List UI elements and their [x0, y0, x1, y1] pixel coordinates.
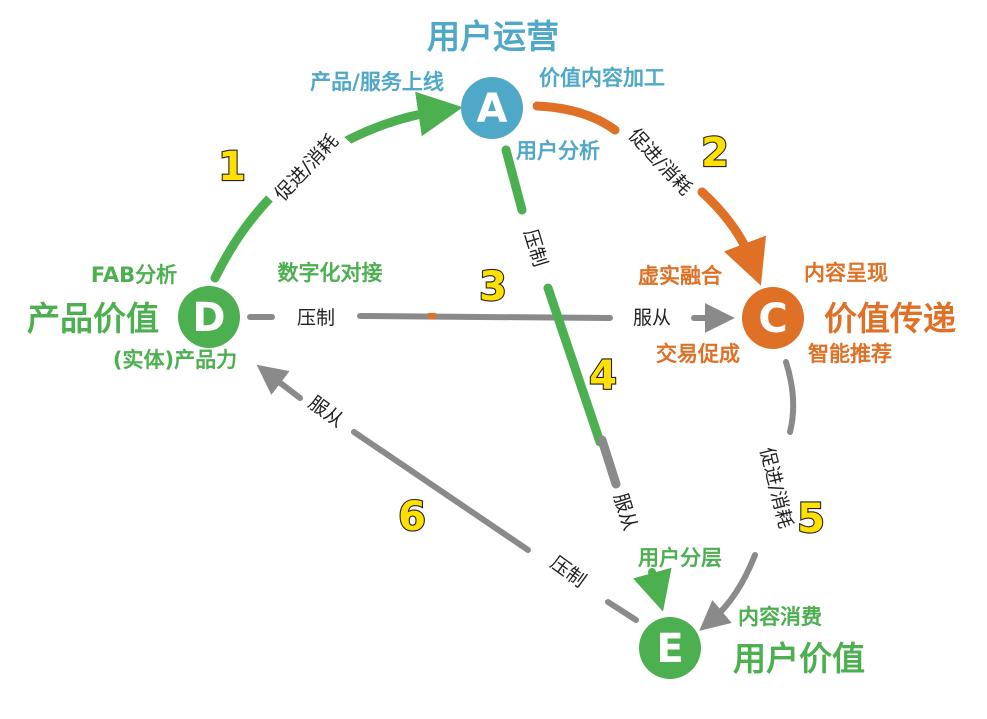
edge-6-number: 6: [398, 494, 426, 540]
edge-5-line-upper: [783, 359, 797, 435]
edge-3: 压制 服从 3: [247, 263, 735, 333]
edge-2-number: 2: [701, 130, 729, 176]
node-a: A 用户运营 产品/服务上线 价值内容加工 用户分析: [310, 17, 665, 163]
edge-6-line-start: [605, 599, 639, 623]
edge-4-gray-segment: [597, 435, 621, 489]
edge-3-number: 3: [479, 264, 507, 310]
node-a-circle: [461, 77, 523, 139]
edge-1-number: 1: [218, 144, 246, 190]
edge-4-line-upper: [501, 145, 527, 215]
node-a-title: 用户运营: [427, 17, 559, 56]
node-e-circle: [639, 617, 701, 679]
node-c-circle: [742, 287, 804, 349]
edge-4-number: 4: [589, 353, 617, 399]
node-c: C 价值传递 虚实融合 内容呈现 交易促成 智能推荐: [638, 261, 956, 366]
node-c-tag-content-present: 内容呈现: [804, 261, 888, 285]
edge-5-number: 5: [797, 496, 825, 542]
edge-6: 服从 压制 6: [256, 364, 639, 623]
edge-2-line-upper: [532, 101, 620, 135]
node-d-tag-product-power: (实体)产品力: [113, 348, 237, 372]
edge-2-arrow: [697, 187, 767, 286]
edge-1-arrow: [370, 91, 463, 137]
edge-2-label: 促进/消耗: [624, 124, 696, 199]
node-e-tag-user-layer: 用户分层: [638, 546, 722, 570]
edge-6-arrow: [256, 364, 303, 401]
node-d-title: 产品价值: [27, 299, 159, 338]
edge-1: 促进/消耗 1: [210, 91, 463, 283]
node-a-letter: A: [477, 86, 508, 132]
node-e-tag-content-consume: 内容消费: [738, 605, 822, 629]
node-e-title: 用户价值: [733, 639, 865, 678]
edge-5-label: 促进/消耗: [755, 445, 796, 530]
edge-6-label-suppress: 压制: [546, 552, 590, 592]
node-c-tag-deal-close: 交易促成: [656, 342, 740, 366]
node-c-tag-virtual-real: 虚实融合: [638, 264, 723, 288]
node-d-circle: [178, 286, 240, 348]
edge-5: 促进/消耗 5: [699, 359, 826, 631]
node-e-letter: E: [656, 626, 683, 672]
edge-6-line-mid: [351, 429, 531, 553]
edge-2: 促进/消耗 2: [532, 101, 767, 286]
node-a-tag-content-processing: 价值内容加工: [539, 66, 665, 90]
node-e: E 用户价值 用户分层 内容消费: [638, 546, 865, 679]
edge-3-line-mid: [357, 313, 613, 321]
node-c-tag-smart-recommend: 智能推荐: [808, 342, 892, 366]
edge-4-label-obey: 服从: [609, 491, 641, 534]
node-c-letter: C: [758, 296, 787, 342]
node-d-tag-fab: FAB分析: [91, 263, 177, 287]
node-d-letter: D: [192, 295, 225, 341]
edge-4-label-suppress: 压制: [519, 227, 551, 270]
node-a-tag-user-analysis: 用户分析: [516, 139, 600, 163]
edge-4: 压制 服从 4: [501, 145, 641, 534]
edge-6-label-obey: 服从: [304, 392, 348, 432]
edge-4-line-mid: [543, 283, 605, 447]
node-d-tag-digital-dock: 数字化对接: [278, 261, 383, 285]
node-a-tag-launch: 产品/服务上线: [310, 70, 444, 94]
user-layer-arrow: [633, 567, 672, 612]
edge-3-label-suppress: 压制: [297, 307, 335, 329]
node-d: D 产品价值 FAB分析 数字化对接 (实体)产品力: [27, 261, 383, 372]
node-c-title: 价值传递: [824, 299, 956, 338]
edge-5-arrow: [699, 552, 758, 631]
edge-3-label-obey: 服从: [633, 307, 671, 329]
